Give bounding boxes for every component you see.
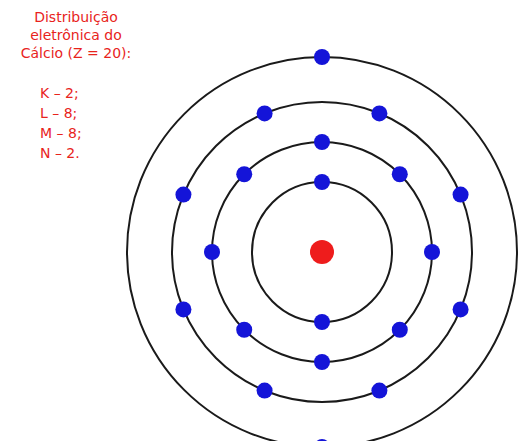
electron [257, 105, 273, 121]
electron [392, 166, 408, 182]
electron [314, 134, 330, 150]
electron [314, 314, 330, 330]
electron [314, 439, 330, 441]
nucleus [310, 240, 334, 264]
electron [314, 49, 330, 65]
electron-shell [212, 142, 432, 362]
electron [175, 187, 191, 203]
shell-label: K – 2; [40, 84, 79, 102]
electron [314, 174, 330, 190]
electron [453, 187, 469, 203]
shell-label: M – 8; [40, 124, 82, 142]
shell-label: N – 2. [40, 144, 80, 162]
electron [236, 166, 252, 182]
electron [175, 301, 191, 317]
electron-shell [252, 182, 392, 322]
electron [371, 105, 387, 121]
electron [236, 322, 252, 338]
title: Distribuição eletrônica do Cálcio (Z = 2… [14, 8, 138, 62]
shell-label: L – 8; [40, 104, 77, 122]
electron [392, 322, 408, 338]
electron-shell [172, 102, 472, 402]
electron [371, 383, 387, 399]
electron-shell [127, 57, 517, 441]
electron [204, 244, 220, 260]
electron [424, 244, 440, 260]
electron [453, 301, 469, 317]
electron [257, 383, 273, 399]
electron [314, 354, 330, 370]
